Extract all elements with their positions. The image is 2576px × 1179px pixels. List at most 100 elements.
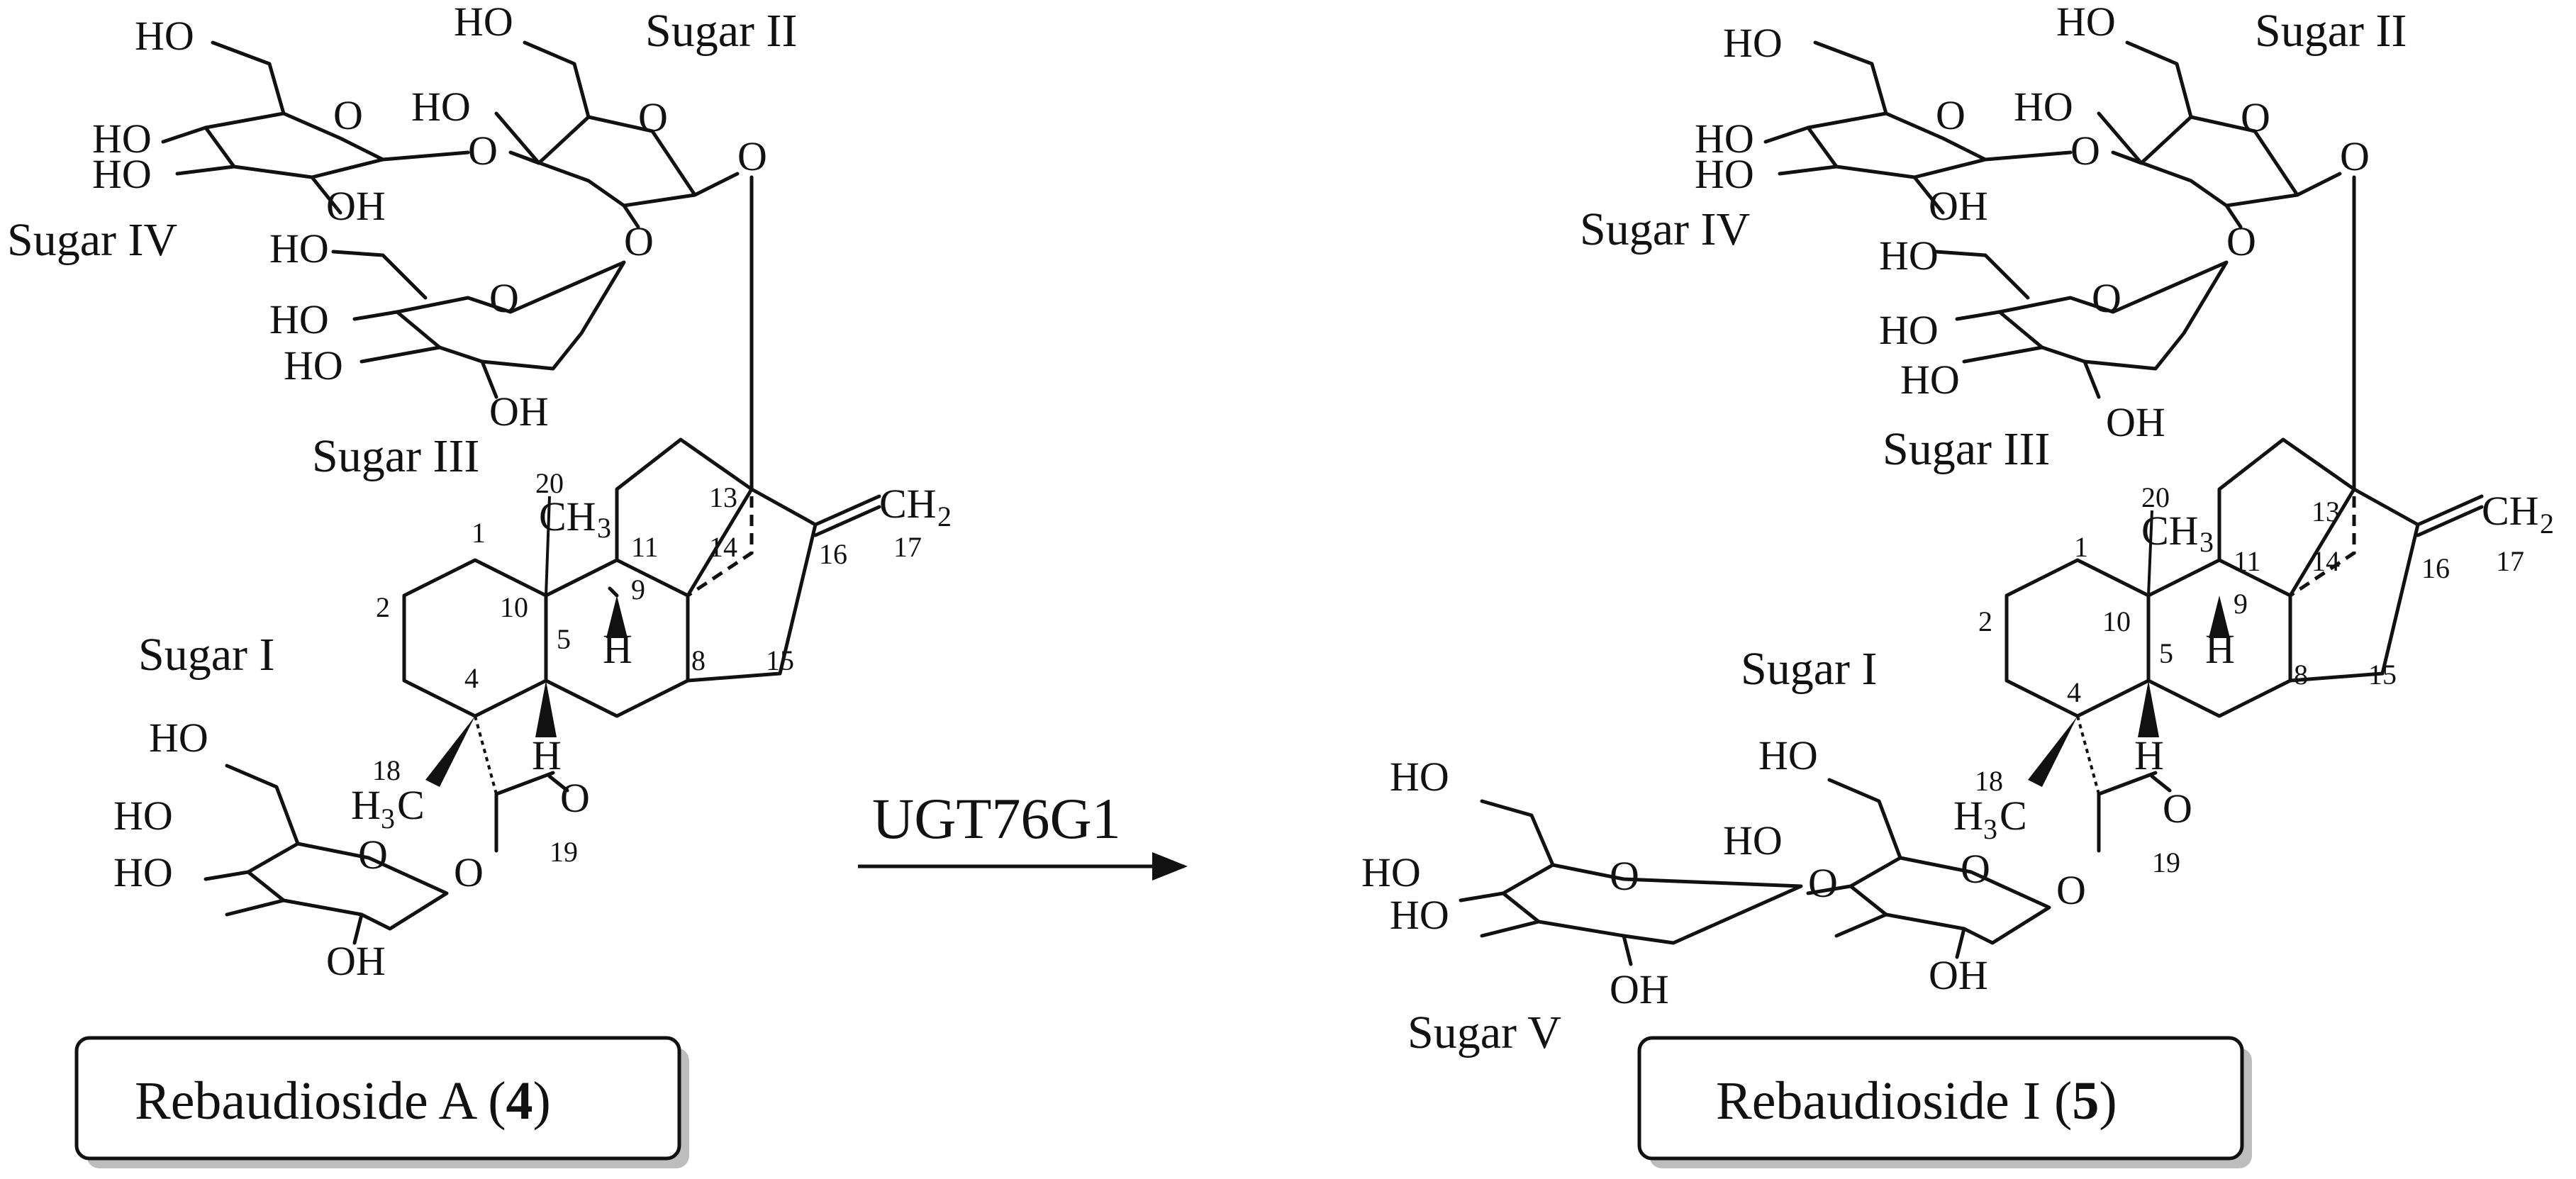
svg-text:HO: HO — [92, 116, 152, 162]
svg-text:8: 8 — [2294, 659, 2308, 691]
svg-text:H: H — [532, 732, 562, 778]
svg-text:HO: HO — [411, 84, 471, 130]
sugar-v-ring: O HO HO HO OH — [1361, 754, 1803, 1012]
svg-text:8: 8 — [691, 644, 706, 676]
sugar-i-ring-b: O HO HO O OH — [1723, 732, 2051, 998]
svg-text:18: 18 — [372, 754, 401, 786]
enzyme-label: UGT76G1 — [872, 786, 1121, 851]
svg-text:10: 10 — [500, 591, 528, 623]
sugar-v-label: Sugar V — [1407, 1007, 1561, 1058]
svg-text:2: 2 — [2540, 508, 2554, 540]
svg-text:HO: HO — [1390, 892, 1449, 938]
svg-text:OH: OH — [1929, 183, 1988, 229]
svg-text:O: O — [489, 275, 519, 321]
svg-text:5: 5 — [2159, 637, 2173, 669]
svg-text:H: H — [603, 626, 632, 672]
svg-text:O: O — [2226, 218, 2256, 264]
svg-text:3: 3 — [381, 803, 395, 834]
product-structure: O HO HO HO OH Sugar IV O O O HO HO O Sug… — [1361, 0, 2554, 1058]
svg-text:Rebaudioside A (4): Rebaudioside A (4) — [135, 1071, 551, 1131]
svg-text:O: O — [358, 832, 388, 878]
reactant-name-box: Rebaudioside A (4) — [74, 1036, 689, 1168]
svg-text:O: O — [2340, 133, 2370, 179]
svg-text:4: 4 — [2067, 676, 2081, 708]
reactant-structure: O HO HO HO OH Sugar IV O O O HO HO O Sug… — [7, 0, 952, 984]
svg-text:HO: HO — [1361, 849, 1421, 895]
svg-text:O: O — [624, 218, 654, 264]
svg-text:HO: HO — [1879, 233, 1939, 279]
svg-text:CH: CH — [2141, 508, 2199, 554]
svg-text:HO: HO — [1695, 116, 1754, 162]
svg-text:14: 14 — [2312, 545, 2340, 577]
sugar-ii-ring-b: O O O HO HO O — [2014, 0, 2370, 264]
sugar-iv-ring-b: O HO HO HO OH — [1695, 20, 2073, 229]
svg-text:HO: HO — [1390, 754, 1449, 800]
svg-text:15: 15 — [766, 644, 794, 676]
svg-text:O: O — [638, 94, 668, 140]
svg-text:HO: HO — [454, 0, 513, 45]
svg-text:2: 2 — [937, 501, 952, 532]
svg-text:3: 3 — [597, 512, 611, 544]
svg-text:O: O — [1961, 846, 1990, 892]
sugar-ii-ring: O O O HO HO O — [411, 0, 767, 264]
svg-text:HO: HO — [113, 849, 173, 895]
sugar-i-ring-a: O HO HO HO OH — [113, 715, 449, 984]
svg-text:HO: HO — [1695, 151, 1754, 197]
svg-text:H: H — [351, 782, 381, 828]
svg-text:HO: HO — [113, 793, 173, 839]
sugar-i-label-b: Sugar I — [1741, 643, 1877, 695]
svg-text:HO: HO — [284, 342, 343, 389]
svg-text:Rebaudioside I (5): Rebaudioside I (5) — [1716, 1071, 2117, 1131]
svg-text:O: O — [2241, 94, 2270, 140]
svg-text:9: 9 — [2234, 588, 2248, 620]
svg-text:HO: HO — [135, 13, 194, 59]
svg-text:19: 19 — [550, 836, 578, 868]
svg-text:20: 20 — [535, 467, 564, 499]
svg-text:2: 2 — [1978, 605, 1992, 637]
svg-text:17: 17 — [893, 531, 922, 563]
svg-text:5: 5 — [557, 623, 571, 655]
svg-text:HO: HO — [1723, 817, 1783, 864]
svg-text:HO: HO — [2056, 0, 2116, 45]
svg-text:O: O — [454, 849, 484, 895]
sugar-ii-label-b: Sugar II — [2255, 5, 2407, 57]
svg-text:O: O — [1610, 853, 1639, 899]
svg-text:O: O — [468, 128, 498, 174]
svg-text:H: H — [2205, 626, 2235, 672]
svg-text:OH: OH — [2106, 399, 2165, 445]
steviol-core-a: CH 3 CH 2 H H H 3 C O O 1 2 4 5 8 9 10 1… — [351, 437, 952, 895]
product-name-number: 5 — [2072, 1071, 2099, 1131]
svg-text:HO: HO — [269, 225, 329, 272]
svg-text:1: 1 — [2074, 531, 2088, 563]
svg-text:C: C — [2000, 793, 2027, 839]
sugar-iv-ring: O HO HO HO OH — [92, 13, 470, 229]
svg-text:O: O — [1936, 92, 1966, 138]
svg-text:O: O — [2092, 275, 2121, 321]
product-name-prefix: Rebaudioside I ( — [1716, 1071, 2072, 1131]
svg-text:HO: HO — [2014, 84, 2073, 130]
svg-text:HO: HO — [1879, 307, 1939, 353]
svg-text:O: O — [560, 775, 590, 821]
svg-text:HO: HO — [1758, 732, 1818, 778]
svg-text:O: O — [1808, 860, 1838, 906]
svg-text:3: 3 — [2199, 526, 2214, 558]
svg-text:HO: HO — [1723, 20, 1783, 66]
sugar-ii-label-a: Sugar II — [645, 5, 797, 57]
svg-text:13: 13 — [709, 481, 737, 513]
sugar-iv-label-b: Sugar IV — [1580, 203, 1750, 255]
sugar-iii-ring: O HO HO HO OH — [269, 225, 626, 435]
reactant-name-prefix: Rebaudioside A ( — [135, 1071, 506, 1131]
svg-text:C: C — [397, 782, 425, 828]
svg-text:O: O — [2056, 867, 2086, 913]
svg-text:15: 15 — [2368, 659, 2397, 691]
svg-text:19: 19 — [2152, 846, 2180, 878]
svg-text:H: H — [1953, 793, 1983, 839]
reaction-arrow: UGT76G1 — [858, 786, 1188, 881]
svg-text:OH: OH — [326, 938, 386, 984]
svg-text:OH: OH — [326, 183, 386, 229]
svg-text:10: 10 — [2102, 605, 2131, 637]
svg-text:18: 18 — [1975, 765, 2003, 797]
svg-text:OH: OH — [489, 389, 549, 435]
svg-text:HO: HO — [149, 715, 208, 761]
sugar-iv-label-a: Sugar IV — [7, 214, 177, 266]
